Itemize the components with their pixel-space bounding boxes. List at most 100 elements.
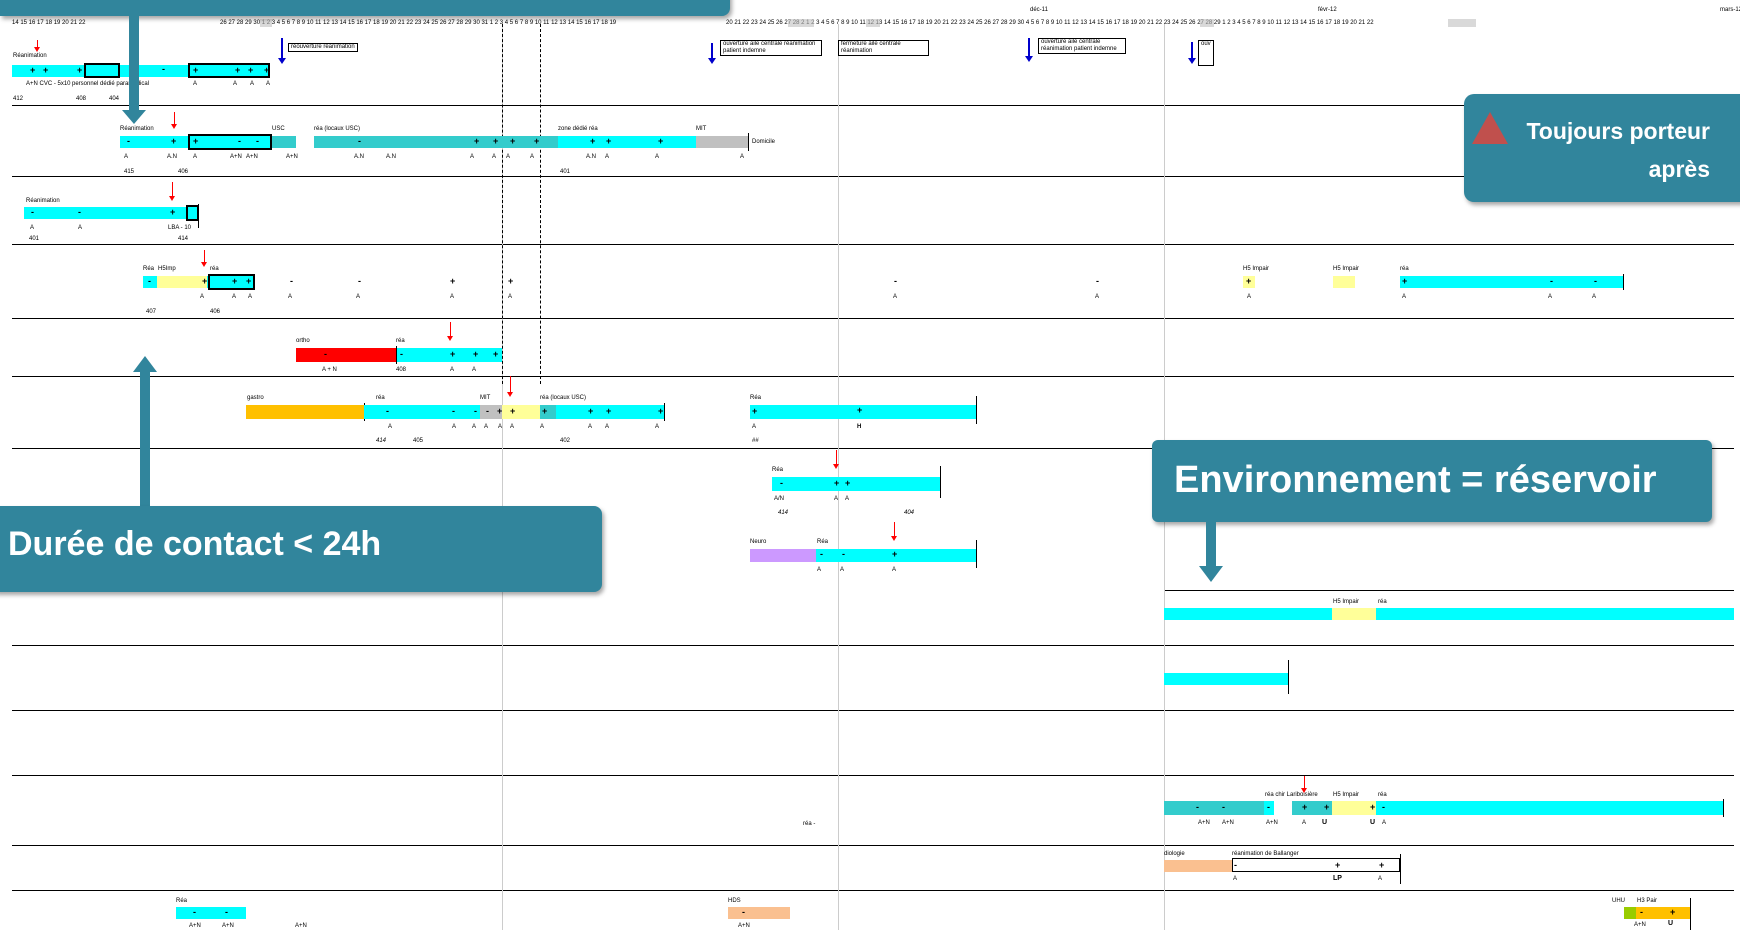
month-label: mars-12 bbox=[1720, 7, 1740, 13]
stay-bar bbox=[207, 276, 255, 288]
sample-letter: A bbox=[1247, 294, 1252, 300]
sample-letter: A bbox=[248, 294, 253, 300]
end-marker bbox=[976, 540, 977, 568]
end-marker bbox=[1690, 898, 1691, 930]
sample-letter: A bbox=[30, 225, 35, 231]
row-note: personnel dédié paramédical bbox=[72, 81, 150, 87]
sample-letter: A.N bbox=[586, 154, 597, 160]
annotation-ouv: ouv bbox=[1198, 40, 1214, 66]
stay-bar bbox=[1164, 608, 1332, 620]
sample-letter: A bbox=[498, 424, 503, 430]
stay-bar-h5 bbox=[1333, 276, 1355, 288]
sample-letter: A bbox=[740, 154, 745, 160]
sample-letter: A/N bbox=[774, 496, 785, 502]
sample-letter: A+N bbox=[189, 923, 201, 929]
result-sign: + bbox=[497, 406, 503, 416]
sample-letter: A bbox=[452, 424, 457, 430]
sample-letter: A bbox=[1382, 820, 1387, 826]
red-arrow-icon bbox=[34, 40, 40, 52]
callout-toujours-text: Toujours porteur après bbox=[1526, 118, 1710, 182]
sample-letter: A bbox=[492, 154, 497, 160]
sample-letter: A bbox=[1302, 820, 1307, 826]
callout-toujours: Toujours porteur après bbox=[1464, 94, 1740, 202]
callout-arrow-shaft bbox=[1206, 505, 1216, 567]
stay-box bbox=[188, 134, 272, 150]
unit-label: H5 Impair bbox=[1333, 266, 1360, 272]
result-sign: + bbox=[193, 65, 199, 75]
stay-bar bbox=[1376, 608, 1734, 620]
date-ticks-left: 14 15 16 17 18 19 20 21 22 bbox=[12, 20, 86, 26]
red-arrow-icon bbox=[447, 322, 453, 341]
room-number: 404 bbox=[904, 510, 915, 516]
result-sign: + bbox=[1402, 276, 1408, 286]
result-sign: - bbox=[78, 207, 81, 217]
sample-letter: A+N bbox=[222, 923, 234, 929]
result-sign: + bbox=[264, 65, 270, 75]
weekend-shade bbox=[1200, 19, 1214, 27]
result-sign: + bbox=[658, 406, 664, 416]
result-sign: - bbox=[1196, 802, 1199, 812]
result-sign: + bbox=[588, 406, 594, 416]
room-number: 405 bbox=[413, 438, 424, 444]
result-sign: - bbox=[842, 549, 845, 559]
down-arrow-icon bbox=[122, 110, 146, 124]
end-marker bbox=[940, 466, 941, 498]
sample-letter: A bbox=[1095, 294, 1100, 300]
sample-letter: A bbox=[605, 154, 610, 160]
row-separator bbox=[12, 244, 1734, 245]
weekend-shade bbox=[788, 19, 814, 27]
result-sign: + bbox=[658, 136, 664, 146]
result-sign: - bbox=[148, 276, 151, 286]
result-sign: + bbox=[474, 136, 480, 146]
annotation-ouverture: ouverture aile centrale réanimation pati… bbox=[720, 40, 822, 56]
sample-letter: A.N bbox=[167, 154, 178, 160]
callout-duree: Durée de contact < 24h bbox=[0, 506, 602, 592]
unit-label: H5 Impair bbox=[1243, 266, 1270, 272]
result-sign: - bbox=[452, 406, 455, 416]
sample-letter: A bbox=[472, 367, 477, 373]
sample-letter: A bbox=[470, 154, 475, 160]
unit-label: ortho bbox=[296, 338, 310, 344]
result-sign: + bbox=[43, 65, 49, 75]
result-sign: - bbox=[358, 276, 361, 286]
unit-label: diologie bbox=[1164, 851, 1185, 857]
stay-bar bbox=[750, 405, 976, 419]
unit-label: MIT bbox=[696, 126, 707, 132]
result-sign: + bbox=[193, 136, 199, 146]
unit-label: UHU bbox=[1612, 898, 1625, 904]
result-sign: + bbox=[510, 406, 516, 416]
result-sign: - bbox=[894, 276, 897, 286]
unit-label: réa bbox=[1378, 599, 1387, 605]
down-arrow-icon bbox=[278, 38, 286, 64]
end-marker bbox=[1400, 854, 1401, 884]
result-sign: - bbox=[127, 136, 130, 146]
result-sign: - bbox=[162, 64, 165, 74]
unit-label: Réanimation bbox=[120, 126, 154, 132]
sample-letter: A+N bbox=[738, 923, 750, 929]
sample-letter: A bbox=[124, 154, 129, 160]
weekend-shade bbox=[260, 19, 272, 27]
result-sign: - bbox=[1234, 860, 1237, 870]
stay-bar-usc bbox=[314, 136, 558, 148]
month-label: févr-12 bbox=[1318, 7, 1337, 13]
sample-letter: A bbox=[506, 154, 511, 160]
result-sign: + bbox=[235, 65, 241, 75]
result-sign: + bbox=[510, 136, 516, 146]
unit-label: réa (locaux USC) bbox=[314, 126, 361, 132]
sample-letter: U bbox=[1322, 819, 1328, 826]
weekend-shade bbox=[1448, 19, 1476, 27]
result-sign: - bbox=[1382, 802, 1385, 812]
result-sign: - bbox=[358, 136, 361, 146]
result-sign: + bbox=[232, 276, 238, 286]
sample-letter: A bbox=[1402, 294, 1407, 300]
row-separator bbox=[12, 448, 1734, 449]
stay-bar bbox=[1264, 801, 1274, 815]
result-sign: + bbox=[493, 349, 499, 359]
sample-letter: A bbox=[450, 294, 455, 300]
down-arrow-icon bbox=[1199, 566, 1223, 582]
unit-label: Neuro bbox=[750, 539, 767, 545]
callout-arrow-shaft bbox=[140, 372, 150, 508]
sample-letter: A bbox=[530, 154, 535, 160]
sample-letter: A bbox=[1233, 876, 1238, 882]
top-callout-banner bbox=[0, 0, 730, 16]
